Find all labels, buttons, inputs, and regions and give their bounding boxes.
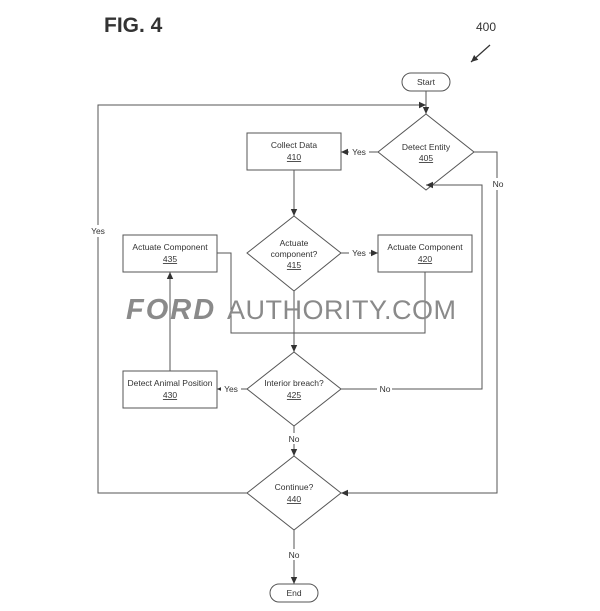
detect-entity-number: 405 xyxy=(419,153,433,163)
start-node: Start xyxy=(401,72,451,92)
reference-arrow xyxy=(470,44,491,63)
actuate-420-number: 420 xyxy=(418,254,432,264)
continue-decision-label: Continue? xyxy=(275,482,314,492)
start-label: Start xyxy=(417,77,436,87)
collect-data-node: Collect Data 410 xyxy=(246,132,342,171)
detect-animal-position-node: Detect Animal Position 430 xyxy=(122,370,218,409)
ford-authority-watermark: FORD AUTHORITY.COM xyxy=(126,294,457,326)
detect-entity-label: Detect Entity xyxy=(402,142,451,152)
actuate-decision-number: 415 xyxy=(287,260,301,270)
breach-decision-number: 425 xyxy=(287,390,301,400)
edge-detect-no-to-continue xyxy=(341,151,498,497)
detect-entity-node: Detect Entity 405 xyxy=(377,113,475,191)
continue-decision: Continue? 440 xyxy=(246,455,342,531)
continue-decision-number: 440 xyxy=(287,494,301,504)
watermark-ford: FORD xyxy=(126,294,216,326)
actuate-component-435-node: Actuate Component 435 xyxy=(122,234,218,273)
actuate-420-label: Actuate Component xyxy=(387,242,463,252)
watermark-authority: AUTHORITY.COM xyxy=(227,295,457,325)
edge-420-to-merge xyxy=(294,272,426,334)
end-label: End xyxy=(286,588,301,598)
edge-label-no-breach-down: No xyxy=(289,434,300,444)
actuate-component-420-node: Actuate Component 420 xyxy=(377,234,473,273)
edge-label-no-breach-right: No xyxy=(380,384,391,394)
edge-breach-no-to-detect xyxy=(341,181,483,390)
figure-reference-number: 400 xyxy=(476,20,497,34)
edge-label-yes-420: Yes xyxy=(352,248,366,258)
end-node: End xyxy=(269,583,319,603)
detect-animal-number: 430 xyxy=(163,390,177,400)
edge-label-yes-continue: Yes xyxy=(91,226,105,236)
edge-label-no-end: No xyxy=(289,550,300,560)
actuate-435-label: Actuate Component xyxy=(132,242,208,252)
actuate-435-number: 435 xyxy=(163,254,177,264)
detect-animal-label: Detect Animal Position xyxy=(127,378,212,388)
edge-label-no-detect: No xyxy=(493,179,504,189)
figure-title: FIG. 4 xyxy=(104,14,163,37)
edge-label-yes-collect: Yes xyxy=(352,147,366,157)
interior-breach-decision: Interior breach? 425 xyxy=(246,351,342,427)
collect-data-label: Collect Data xyxy=(271,140,318,150)
breach-decision-label: Interior breach? xyxy=(264,378,324,388)
actuate-decision-label-line2: component? xyxy=(271,249,318,259)
edge-continue-yes-to-start xyxy=(97,101,426,494)
edge-label-yes-430: Yes xyxy=(224,384,238,394)
edge-435-to-merge xyxy=(217,252,294,334)
actuate-component-decision: Actuate component? 415 xyxy=(246,215,342,292)
actuate-decision-label-line1: Actuate xyxy=(280,238,309,248)
collect-data-number: 410 xyxy=(287,152,301,162)
